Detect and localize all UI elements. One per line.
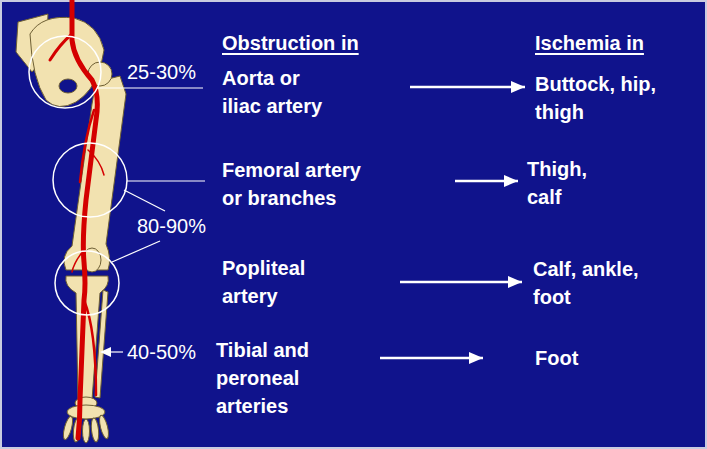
obstruction-text: Femoral artery or branches <box>222 156 374 212</box>
obstruction-text: Popliteal artery <box>222 254 334 310</box>
site-circle <box>55 251 119 315</box>
obstruction-site: Tibial and peroneal arteries <box>216 336 380 420</box>
obturator-foramen <box>59 79 77 93</box>
main-artery <box>72 0 97 438</box>
small-branch <box>88 150 104 175</box>
column-heading: Ischemia in <box>535 31 644 55</box>
leg-skeleton <box>16 14 126 443</box>
column-heading: Obstruction in <box>222 31 359 55</box>
leader-line <box>124 190 165 211</box>
metatarsal-bone <box>83 419 90 443</box>
arrow-connector <box>455 180 518 183</box>
pelvis-bone <box>30 17 104 106</box>
metatarsal-bone <box>98 415 111 440</box>
leader-line <box>97 87 203 88</box>
ischemia-text: Calf, ankle, foot <box>533 255 665 311</box>
leader-lines <box>97 88 205 352</box>
site-circles <box>29 36 127 315</box>
metatarsal-bone <box>90 418 99 443</box>
obstruction-text: Aorta or iliac artery <box>222 64 334 120</box>
ischemia-text: Foot <box>535 344 578 372</box>
ischemia-text: Buttock, hip, thigh <box>535 70 670 126</box>
tarsal-bones <box>67 405 105 419</box>
obstruction-site: Popliteal artery <box>222 254 400 310</box>
leader-line <box>127 180 205 181</box>
arteries <box>50 0 104 438</box>
arrow-connector <box>380 357 483 360</box>
percent-label: 40-50% <box>127 340 196 364</box>
arrow-connector <box>400 281 522 284</box>
ischemia-region: Thigh, calf <box>518 155 638 211</box>
ischemia-region: Calf, ankle, foot <box>522 255 682 311</box>
site-circle <box>53 143 127 217</box>
metatarsal-bone <box>62 416 75 441</box>
obstruction-site: Femoral artery or branches <box>222 156 455 212</box>
obstruction-site: Aorta or iliac artery <box>222 64 410 120</box>
ischemia-region: Foot <box>483 344 593 372</box>
ischemia-text: Thigh, calf <box>527 155 607 211</box>
deep-femoral-branch <box>80 110 94 182</box>
leader-arrow-line <box>110 351 123 352</box>
ischemia-region: Buttock, hip, thigh <box>525 70 685 126</box>
arrow-connector <box>410 86 525 89</box>
percent-label: 25-30% <box>127 60 196 84</box>
leader-line <box>112 241 160 262</box>
percent-label: 80-90% <box>137 214 206 238</box>
obstruction-text: Tibial and peroneal arteries <box>216 336 338 420</box>
site-circle <box>29 36 101 108</box>
leader-arrowhead <box>100 347 111 357</box>
